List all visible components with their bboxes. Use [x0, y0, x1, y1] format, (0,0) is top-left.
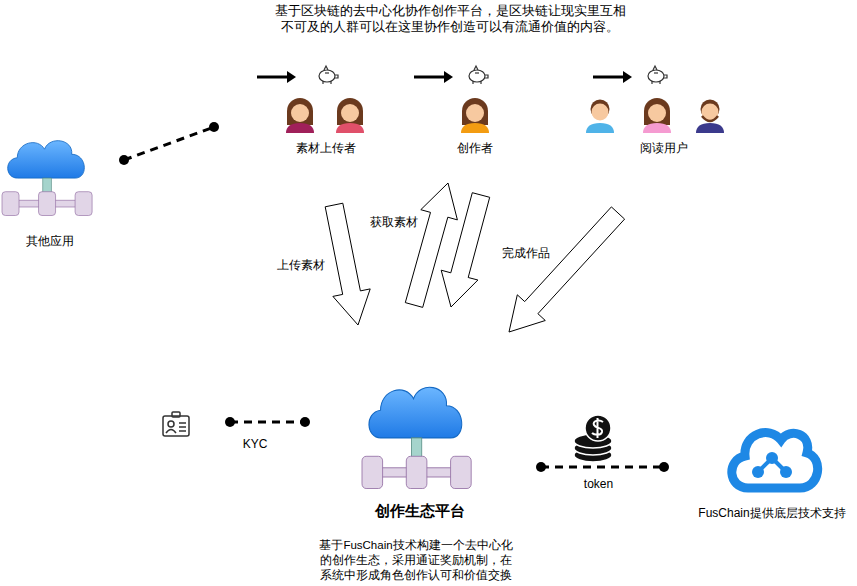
role-group: 阅读用户: [576, 88, 752, 155]
node-label: 阅读用户: [576, 141, 752, 156]
dashed-connector: [536, 462, 669, 472]
edge-label: 上传素材: [275, 258, 327, 272]
cloud-server-icon: [2, 141, 92, 216]
node-label: 创作生态平台: [296, 502, 544, 520]
role-group: 素材上传者: [267, 88, 385, 155]
hollow-arrow: [441, 193, 490, 307]
link-label: KYC: [241, 437, 270, 451]
flow-arrow: [257, 71, 296, 83]
node-label: FusChain提供底层技术支持: [688, 506, 856, 521]
hollow-arrow: [325, 203, 370, 325]
hollow-arrow: [509, 207, 625, 332]
flow-arrow: [414, 71, 453, 83]
flow-arrow: [593, 71, 632, 83]
cloud-server-icon: [362, 387, 471, 488]
user-avatar: [586, 100, 614, 134]
beard: [702, 116, 718, 121]
app-node: 其他应用: [1, 130, 99, 248]
piggy-bank-icon: [319, 66, 338, 84]
node-description: 基于FusChain技术构建一个去中心化的创作生态，采用通证奖励机制，在系统中形…: [319, 538, 513, 583]
piggy-bank-icon: [469, 66, 488, 84]
user-avatar: [696, 100, 724, 134]
piggy-bank-icon: [648, 66, 667, 84]
user-avatar: [286, 98, 314, 133]
node-label: 创作者: [436, 141, 514, 156]
dashed-connector: [119, 122, 219, 165]
user-avatar: [336, 98, 364, 133]
tech-node: FusChain提供底层技术支持: [688, 420, 856, 520]
diagram-title: 基于区块链的去中心化协作创作平台，是区块链让现实里互相不可及的人群可以在这里协作…: [270, 3, 630, 35]
id-card-icon: [163, 412, 189, 436]
node-label: 其他应用: [1, 234, 99, 249]
edge-label: token: [582, 477, 615, 491]
edge-label: 获取素材: [368, 215, 420, 229]
role-group: 创作者: [436, 88, 514, 155]
user-avatar: [461, 98, 489, 133]
node-label: 素材上传者: [267, 141, 385, 156]
fuschain-logo: [732, 433, 818, 488]
dashed-link: [225, 417, 310, 427]
coins-icon: [574, 415, 612, 462]
user-avatar: [643, 98, 671, 133]
platform-node: 创作生态平台基于FusChain技术构建一个去中心化的创作生态，采用通证奖励机制…: [296, 330, 544, 584]
edge-label: 完成作品: [500, 246, 552, 260]
